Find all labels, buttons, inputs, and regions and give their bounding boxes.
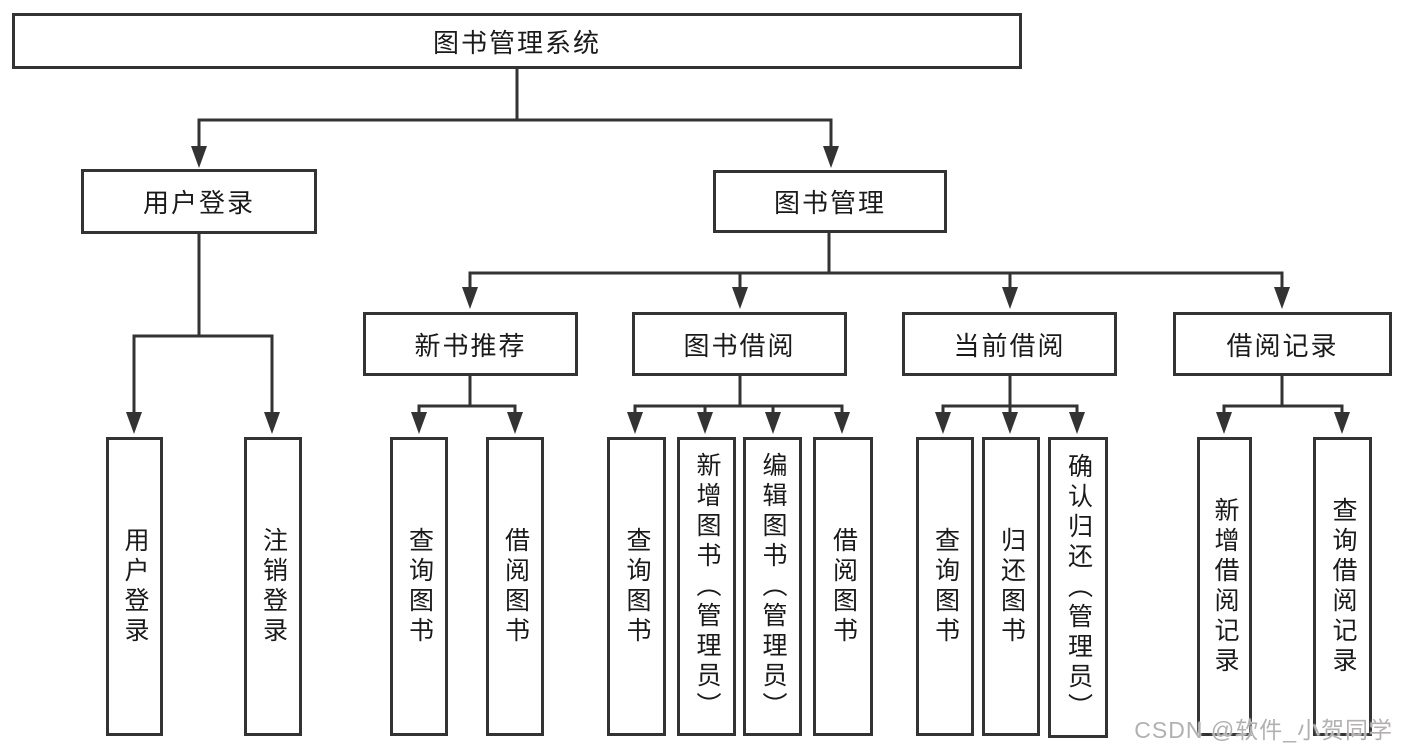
arrow-nbr-query — [411, 412, 427, 434]
leaf-bb-add-books-admin-label: 新增图书（管理员） — [693, 451, 721, 722]
leaf-nbr-borrow-books: 借阅图书 — [486, 437, 544, 736]
leaf-br-query-record: 查询借阅记录 — [1313, 437, 1372, 736]
arrow-bb-borrow — [834, 412, 850, 434]
arrow-cb-confirm — [1069, 412, 1085, 434]
arrow-bb-query — [627, 412, 643, 434]
watermark: CSDN @软件_小贺同学 — [1134, 717, 1393, 743]
leaf-logout: 注销登录 — [244, 437, 302, 736]
leaf-logout-label: 注销登录 — [259, 526, 288, 647]
leaf-br-query-record-label: 查询借阅记录 — [1329, 496, 1357, 677]
node-user-login: 用户登录 — [81, 169, 317, 234]
leaf-bb-edit-books-admin: 编辑图书（管理员） — [743, 437, 802, 736]
leaf-br-add-record-label: 新增借阅记录 — [1211, 496, 1239, 677]
leaf-bb-query-books-label: 查询图书 — [623, 526, 651, 647]
leaf-nbr-query-books-label: 查询图书 — [405, 526, 434, 647]
arrow-bb-edit — [765, 412, 781, 434]
connector-root — [197, 67, 833, 152]
arrow-new-book-recommend — [462, 287, 478, 309]
node-root: 图书管理系统 — [12, 13, 1022, 69]
leaf-nbr-borrow-books-label: 借阅图书 — [501, 526, 530, 647]
arrow-book-management — [823, 146, 839, 168]
arrow-leaf-user-login — [126, 412, 142, 434]
node-new-book-recommend: 新书推荐 — [363, 312, 578, 376]
connector-current-borrowing — [941, 374, 1079, 418]
arrow-cb-return — [1002, 412, 1018, 434]
leaf-bb-borrow-books-label: 借阅图书 — [829, 526, 858, 647]
connector-user-login — [132, 232, 274, 418]
leaf-nbr-query-books: 查询图书 — [390, 437, 448, 736]
arrow-leaf-logout — [264, 412, 280, 434]
arrow-br-add — [1216, 412, 1232, 434]
connector-book-management — [468, 232, 1284, 293]
node-book-borrowing: 图书借阅 — [632, 312, 847, 376]
leaf-br-add-record: 新增借阅记录 — [1197, 437, 1252, 736]
leaf-cb-query-books-label: 查询图书 — [931, 526, 960, 647]
connector-new-book-recommend — [417, 374, 517, 418]
node-borrowing-records: 借阅记录 — [1173, 312, 1392, 376]
arrow-cb-query — [935, 412, 951, 434]
leaf-bb-edit-books-admin-label: 编辑图书（管理员） — [759, 451, 787, 722]
leaf-user-login: 用户登录 — [106, 437, 163, 736]
leaf-cb-confirm-return-admin-label: 确认归还（管理员） — [1064, 452, 1093, 723]
arrow-bb-add — [697, 412, 713, 434]
leaf-bb-query-books: 查询图书 — [607, 437, 666, 736]
leaf-bb-add-books-admin: 新增图书（管理员） — [677, 437, 736, 736]
arrow-nbr-borrow — [507, 412, 523, 434]
leaf-cb-query-books: 查询图书 — [916, 437, 974, 736]
leaf-cb-return-books: 归还图书 — [982, 437, 1040, 736]
arrow-book-borrowing — [732, 287, 748, 309]
node-current-borrowing: 当前借阅 — [902, 312, 1117, 376]
arrow-user-login — [191, 146, 207, 168]
leaf-cb-confirm-return-admin: 确认归还（管理员） — [1048, 437, 1108, 738]
node-book-management: 图书管理 — [713, 170, 947, 233]
arrowheads — [126, 146, 1350, 434]
leaf-user-login-label: 用户登录 — [121, 526, 149, 647]
connector-borrowing-records — [1222, 374, 1344, 418]
leaf-bb-borrow-books: 借阅图书 — [813, 437, 873, 736]
leaf-cb-return-books-label: 归还图书 — [997, 526, 1026, 647]
connector-book-borrowing — [633, 374, 844, 418]
arrow-current-borrowing — [1002, 287, 1018, 309]
arrow-borrowing-records — [1274, 287, 1290, 309]
arrow-br-query — [1334, 412, 1350, 434]
